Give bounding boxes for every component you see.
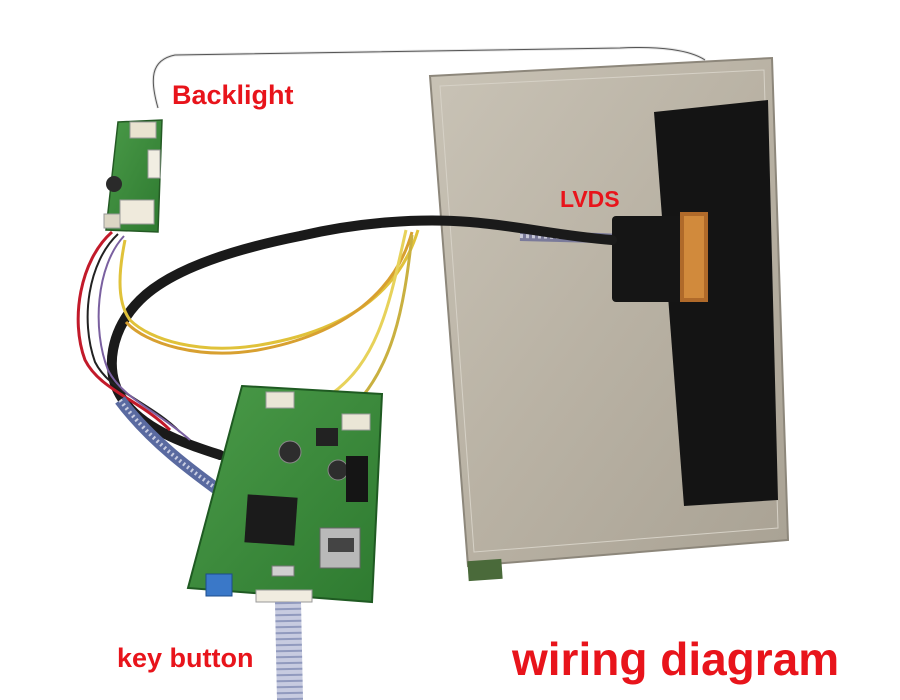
panel-back-tape <box>654 100 778 506</box>
lvds-connector <box>612 212 708 302</box>
backlight-label: Backlight <box>172 80 294 110</box>
lcd-panel <box>428 56 790 582</box>
key-button-label: key button <box>117 643 254 673</box>
driver-board <box>186 384 384 604</box>
lvds-label: LVDS <box>560 186 620 212</box>
diagram-title: wiring diagram <box>512 633 840 685</box>
backlight-board <box>103 119 163 233</box>
